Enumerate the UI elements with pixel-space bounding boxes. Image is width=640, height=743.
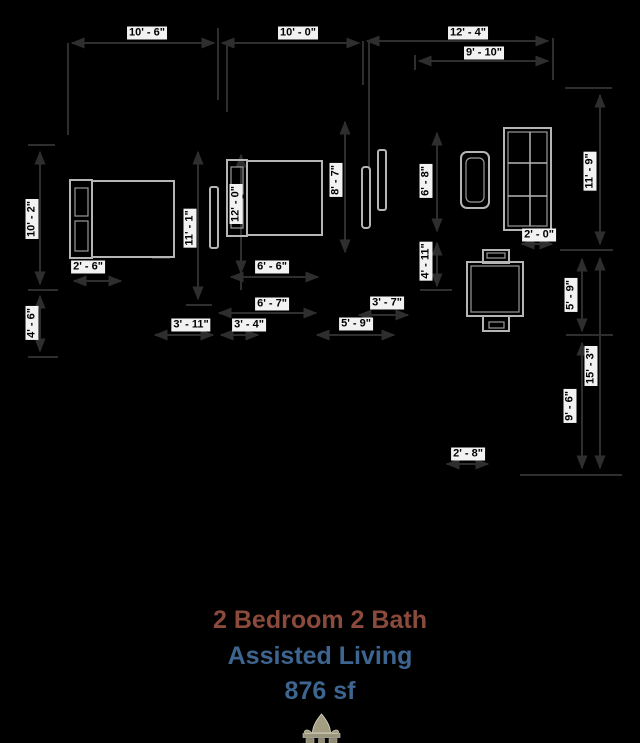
dimension-lines bbox=[34, 35, 606, 470]
plan-title: 2 Bedroom 2 Bath bbox=[213, 606, 427, 634]
dim-label: 12' - 4" bbox=[448, 26, 488, 40]
dim-label: 6' - 7" bbox=[255, 297, 289, 311]
dim-label: 6' - 6" bbox=[255, 260, 289, 274]
dim-label: 11' - 1" bbox=[183, 208, 197, 248]
dining-table bbox=[466, 249, 524, 332]
dim-label: 4' - 6" bbox=[25, 306, 39, 340]
dim-label: 6' - 8" bbox=[419, 164, 433, 198]
dim-label: 9' - 6" bbox=[563, 389, 577, 423]
dim-label: 9' - 10" bbox=[464, 46, 504, 60]
chair-bottom bbox=[482, 315, 510, 332]
dim-label: 5' - 9" bbox=[564, 278, 578, 312]
furniture bbox=[69, 127, 552, 332]
dim-label: 8' - 7" bbox=[329, 163, 343, 197]
dim-label: 5' - 9" bbox=[339, 317, 373, 331]
bed-left bbox=[69, 179, 175, 259]
plan-area: 876 sf bbox=[284, 677, 356, 705]
plan-subtitle: Assisted Living bbox=[227, 642, 413, 670]
dim-label: 3' - 7" bbox=[370, 296, 404, 310]
dim-label: 10' - 6" bbox=[127, 26, 167, 40]
dim-label: 2' - 8" bbox=[451, 447, 485, 461]
dim-label: 10' - 0" bbox=[278, 26, 318, 40]
dim-label: 4' - 11" bbox=[419, 241, 433, 281]
chair-top bbox=[482, 249, 510, 264]
mirror bbox=[361, 166, 371, 229]
dim-label: 3' - 11" bbox=[171, 318, 211, 332]
dim-label: 2' - 6" bbox=[71, 260, 105, 274]
bathtub bbox=[460, 151, 490, 209]
dim-label: 3' - 4" bbox=[232, 318, 266, 332]
dim-label: 12' - 0" bbox=[229, 184, 243, 224]
dim-label: 15' - 3" bbox=[584, 346, 598, 386]
door-leaf-1 bbox=[209, 186, 219, 249]
dim-label: 10' - 2" bbox=[25, 199, 39, 239]
extension-lines bbox=[28, 28, 622, 476]
storage-cabinet bbox=[503, 127, 552, 231]
dim-label: 2' - 0" bbox=[522, 228, 556, 242]
door-leaf-2 bbox=[377, 149, 387, 211]
dim-label: 11' - 9" bbox=[583, 151, 597, 191]
fleur-de-lis-logo-icon bbox=[302, 713, 341, 743]
